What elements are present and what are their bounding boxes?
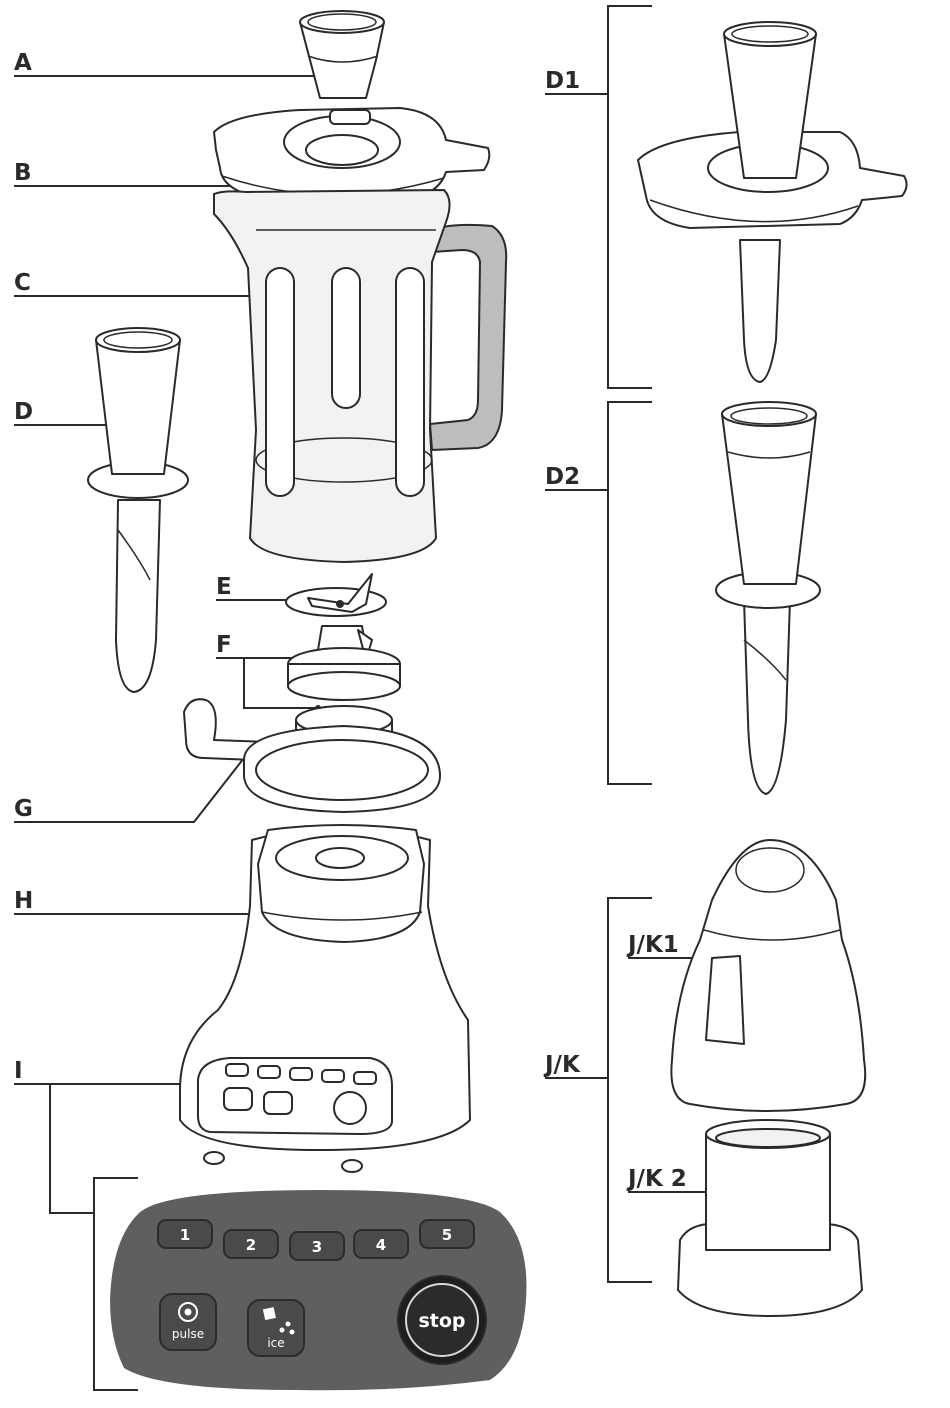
blender-jug — [214, 190, 506, 562]
label-a: A — [14, 50, 32, 76]
svg-text:2: 2 — [246, 1236, 256, 1254]
label-g-group: G — [14, 755, 247, 822]
tamper — [88, 328, 188, 692]
svg-text:1: 1 — [180, 1226, 190, 1244]
speed-button-2[interactable]: 2 — [224, 1230, 278, 1258]
speed-button-1[interactable]: 1 — [158, 1220, 212, 1248]
svg-text:stop: stop — [418, 1310, 465, 1332]
svg-text:3: 3 — [312, 1238, 322, 1256]
label-d2: D2 — [545, 464, 580, 490]
speed-button-3[interactable]: 3 — [290, 1232, 344, 1260]
label-b: B — [14, 160, 32, 186]
jug-lid — [214, 108, 489, 198]
label-c: C — [14, 270, 31, 296]
label-h: H — [14, 888, 33, 914]
grinder-cover — [671, 840, 865, 1111]
blade-assembly — [286, 574, 386, 616]
lid-with-tamper — [638, 22, 907, 382]
control-panel: 1 2 3 4 5 pulse — [110, 1190, 526, 1390]
label-h-group: H — [14, 888, 287, 917]
label-d2-group: D2 — [545, 402, 652, 784]
svg-text:pulse: pulse — [172, 1327, 204, 1341]
tamper-d2 — [716, 402, 820, 794]
label-i: I — [14, 1058, 23, 1084]
speed-button-4[interactable]: 4 — [354, 1230, 408, 1258]
label-jk2: J/K 2 — [626, 1166, 687, 1192]
svg-text:ice: ice — [267, 1336, 284, 1350]
label-a-group: A — [14, 50, 341, 79]
ice-button[interactable]: ice — [248, 1300, 304, 1356]
label-g: G — [14, 796, 33, 822]
stop-button[interactable]: stop — [398, 1276, 486, 1364]
label-d: D — [14, 399, 33, 425]
label-jk: J/K — [543, 1052, 581, 1078]
label-jk1: J/K1 — [626, 932, 679, 958]
pulse-button[interactable]: pulse — [160, 1294, 216, 1350]
label-e: E — [216, 574, 232, 600]
svg-text:5: 5 — [442, 1226, 452, 1244]
measuring-cap — [300, 11, 384, 98]
motor-base — [180, 825, 470, 1172]
svg-text:4: 4 — [376, 1236, 386, 1254]
label-d1-group: D1 — [545, 6, 652, 388]
grinder-bowl — [678, 1120, 862, 1316]
label-f: F — [216, 632, 232, 658]
label-d1: D1 — [545, 68, 580, 94]
speed-button-5[interactable]: 5 — [420, 1220, 474, 1248]
